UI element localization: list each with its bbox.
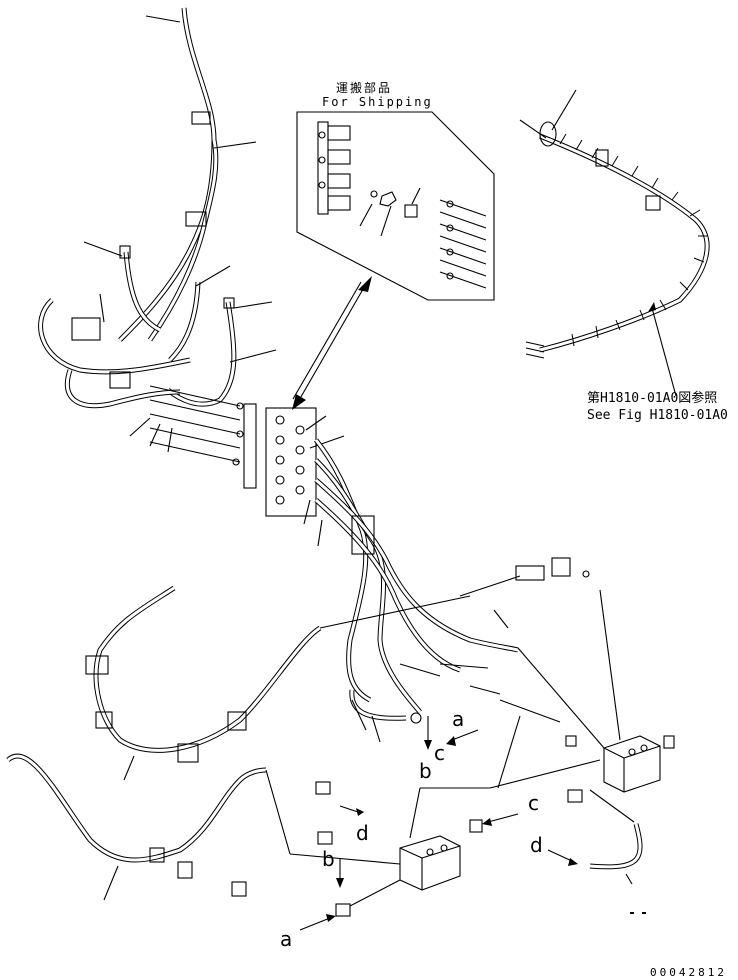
top-right-harness [519,89,710,397]
middle-hose-bundle [314,438,519,743]
lower-block-assembly [265,715,601,917]
reference-jp: 第H1810-01A0図参照 [587,390,717,406]
reference-en: See Fig H1810-01A0 [587,408,728,423]
letter-a-lower: a [280,927,292,951]
inset-fittings [359,187,421,237]
letter-b-lower: b [322,847,335,871]
small-mark [630,912,634,914]
inset-valve-block-left [317,121,351,215]
letter-d-mid: d [356,821,369,845]
shipping-title-en: For Shipping [322,95,433,109]
shipping-title-jp: 運搬部品 [336,80,392,95]
right-lower-hose [567,789,643,885]
letter-c-top: c [434,741,445,765]
letter-a-top: a [452,707,464,731]
letter-c-right: c [528,791,539,815]
small-mark [642,912,646,914]
lower-left-hoses [6,585,471,901]
right-block-assembly [499,647,675,793]
inset-hose-ends [439,199,487,289]
connector-chain [459,557,621,741]
fitting-row [149,385,244,466]
inset-pointer-arrow [292,276,372,410]
connection-arrows [299,716,578,931]
upper-hose-bundle [38,7,277,453]
shipping-inset: 運搬部品 For Shipping [296,80,495,301]
document-number: 00042812 [650,966,727,979]
letter-b-top: b [419,759,432,783]
letter-d-right: d [530,833,543,857]
